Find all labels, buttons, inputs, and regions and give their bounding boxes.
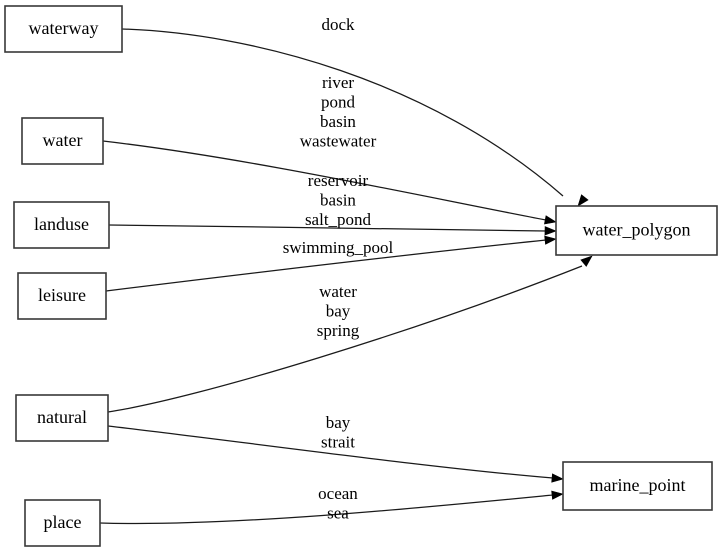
- arrowhead-icon: [577, 194, 589, 207]
- edges-layer: [99, 28, 593, 525]
- node-box[interactable]: [562, 461, 713, 511]
- arrowhead-icon: [544, 215, 557, 225]
- edge-line: [107, 425, 554, 479]
- node-box[interactable]: [555, 205, 718, 256]
- node-box[interactable]: [17, 272, 107, 320]
- node-label: marine_point: [590, 475, 686, 495]
- edge-line: [102, 140, 547, 221]
- node-label: place: [44, 512, 82, 532]
- edge-waterway-water_polygon: [121, 28, 589, 207]
- node-box[interactable]: [15, 394, 109, 442]
- node-box[interactable]: [21, 117, 104, 165]
- edge-natural-marine_point: [107, 425, 564, 483]
- node-label: landuse: [34, 214, 89, 234]
- edge-line: [121, 28, 564, 197]
- node-label: waterway: [29, 18, 99, 38]
- node-label: water_polygon: [583, 220, 691, 240]
- edge-natural-water_polygon: [107, 255, 593, 413]
- node-label: leisure: [38, 285, 86, 305]
- node-label: water: [43, 130, 83, 150]
- node-water_polygon[interactable]: water_polygon: [555, 205, 718, 256]
- edge-line: [105, 239, 547, 292]
- arrowhead-icon: [551, 490, 564, 500]
- edge-line: [107, 265, 583, 413]
- edge-label-leisure-water_polygon: swimming_pool: [283, 238, 394, 257]
- node-water[interactable]: water: [21, 117, 104, 165]
- edge-line: [99, 494, 554, 525]
- node-landuse[interactable]: landuse: [13, 201, 110, 249]
- arrowhead-icon: [544, 235, 557, 245]
- edge-line: [108, 224, 547, 232]
- node-marine_point[interactable]: marine_point: [562, 461, 713, 511]
- edge-label-waterway-water_polygon: dock: [321, 15, 355, 34]
- arrowhead-icon: [580, 255, 593, 267]
- node-label: natural: [37, 407, 87, 427]
- nodes-layer: waterway water landuse leisure natural place w…: [4, 5, 718, 547]
- arrowhead-icon: [551, 473, 564, 483]
- node-waterway[interactable]: waterway: [4, 5, 123, 53]
- edge-landuse-water_polygon: [108, 224, 557, 236]
- edge-water-water_polygon: [102, 140, 557, 225]
- node-natural[interactable]: natural: [15, 394, 109, 442]
- edge-place-marine_point: [99, 490, 564, 525]
- node-place[interactable]: place: [24, 499, 101, 547]
- node-box[interactable]: [24, 499, 101, 547]
- node-leisure[interactable]: leisure: [17, 272, 107, 320]
- arrowhead-icon: [544, 226, 557, 236]
- node-box[interactable]: [13, 201, 110, 249]
- node-box[interactable]: [4, 5, 123, 53]
- edge-leisure-water_polygon: [105, 235, 557, 292]
